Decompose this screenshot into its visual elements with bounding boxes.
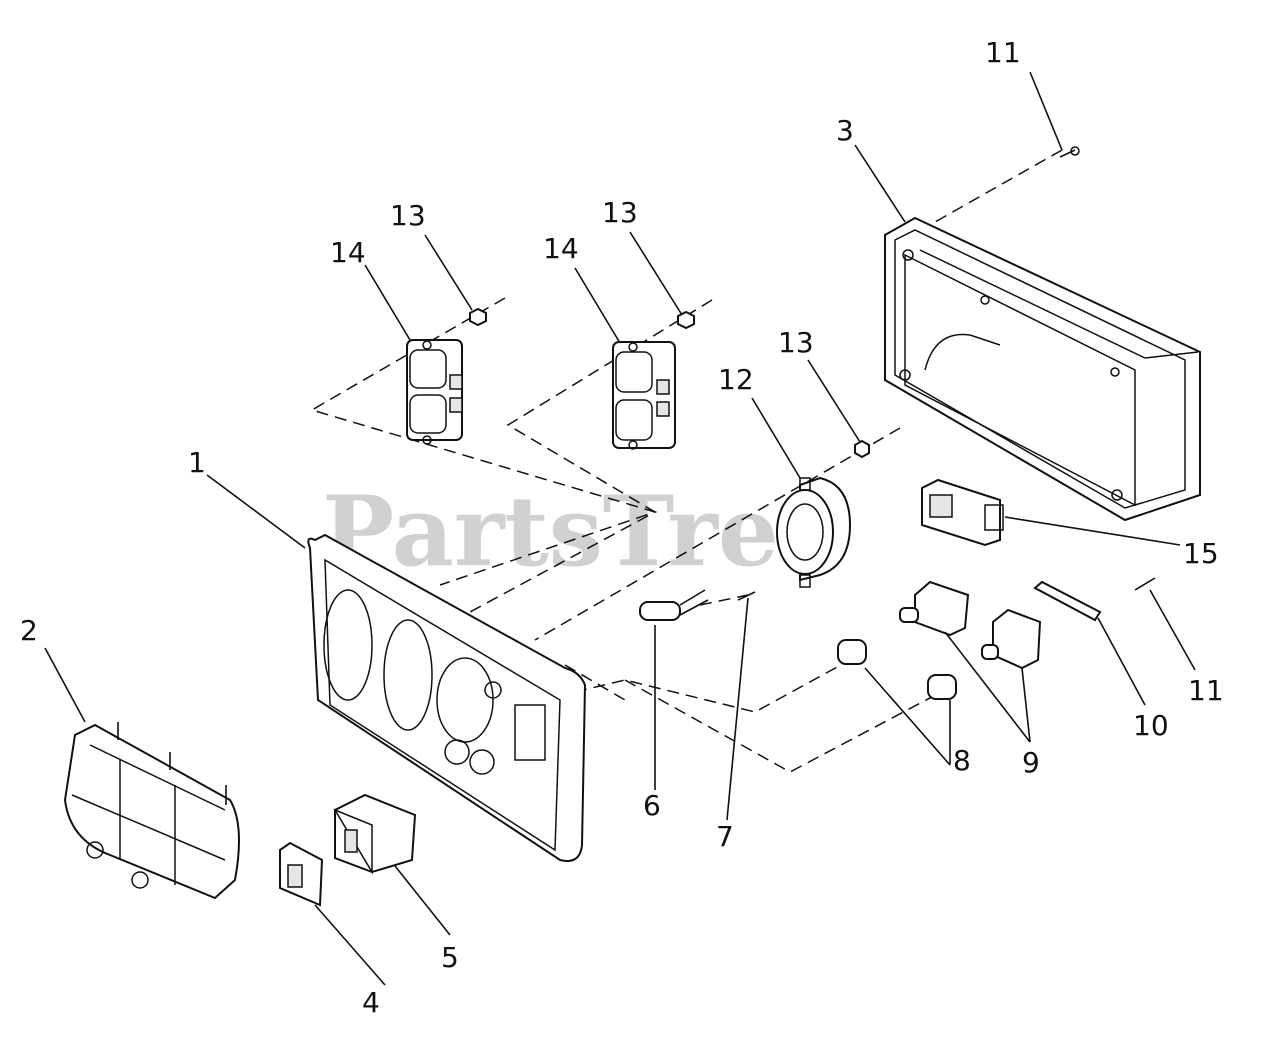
part-11-screw-right (1134, 577, 1156, 591)
part-4-rocker-switch (279, 841, 324, 907)
part-12-twist-lock-receptacle (776, 476, 852, 588)
part-1-control-panel (307, 533, 587, 862)
callout-labels: 1 2 3 4 5 6 7 8 9 10 11 11 12 13 13 13 1… (20, 36, 1224, 1019)
part-2-outlet-cover (63, 722, 240, 900)
callout-15: 15 (1183, 537, 1219, 570)
callout-11-right: 11 (1188, 674, 1224, 707)
callout-3: 3 (836, 114, 854, 147)
parts-tree-watermark: PartsTree TM (322, 475, 940, 588)
callout-1: 1 (188, 446, 206, 479)
part-8-reset-buttons (837, 639, 957, 700)
part-11-screw-top (1059, 146, 1080, 158)
part-7-screw (737, 591, 756, 601)
part-10-link-bar (1033, 580, 1102, 622)
callout-7: 7 (716, 820, 734, 853)
watermark-text: PartsTree (322, 475, 840, 588)
callout-4: 4 (362, 986, 380, 1019)
part-14-outlet-left (406, 339, 463, 445)
callout-10: 10 (1133, 709, 1169, 742)
callout-13-right: 13 (778, 326, 814, 359)
part-14-outlet-right (612, 341, 676, 450)
part-13-nuts (469, 307, 870, 459)
part-5-switch-housing (333, 793, 417, 875)
callout-14-left: 14 (330, 236, 366, 269)
callout-11-top: 11 (985, 36, 1021, 69)
part-6-indicator-lamp (639, 589, 709, 621)
callout-5: 5 (441, 941, 459, 974)
callout-leader-lines (44, 71, 1196, 986)
assembly-dash-lines (310, 149, 1063, 773)
part-15-switch (921, 478, 1004, 547)
callout-14-right: 14 (543, 232, 579, 265)
callout-6: 6 (643, 789, 661, 822)
part-3-rear-box (884, 216, 1201, 522)
callout-2: 2 (20, 614, 38, 647)
callout-8: 8 (953, 744, 971, 777)
callout-13-left: 13 (390, 199, 426, 232)
part-9-circuit-breakers (899, 580, 1042, 670)
callout-12: 12 (718, 363, 754, 396)
callout-9: 9 (1022, 746, 1040, 779)
callout-13-middle: 13 (602, 196, 638, 229)
